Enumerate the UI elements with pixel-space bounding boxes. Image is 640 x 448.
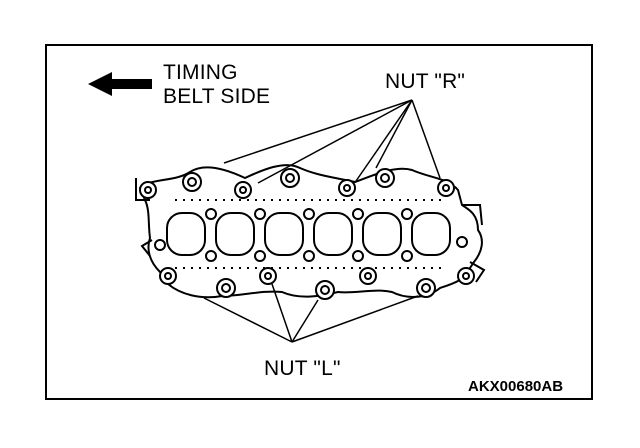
nuts-right-row	[139, 168, 455, 199]
figure-frame	[45, 44, 593, 400]
arrow-left-icon	[88, 72, 152, 96]
timing-label-line2: BELT SIDE	[163, 85, 271, 108]
leader-lines-nut-l	[203, 283, 419, 343]
nut-r-label: NUT "R"	[385, 70, 466, 93]
nuts-left-row	[159, 267, 475, 300]
dowel-holes	[154, 208, 468, 262]
figure-code: AKX00680AB	[468, 378, 564, 395]
nut-l-label: NUT "L"	[264, 357, 341, 380]
leader-lines-nut-r	[223, 99, 441, 184]
timing-label-line1: TIMING	[163, 61, 238, 84]
